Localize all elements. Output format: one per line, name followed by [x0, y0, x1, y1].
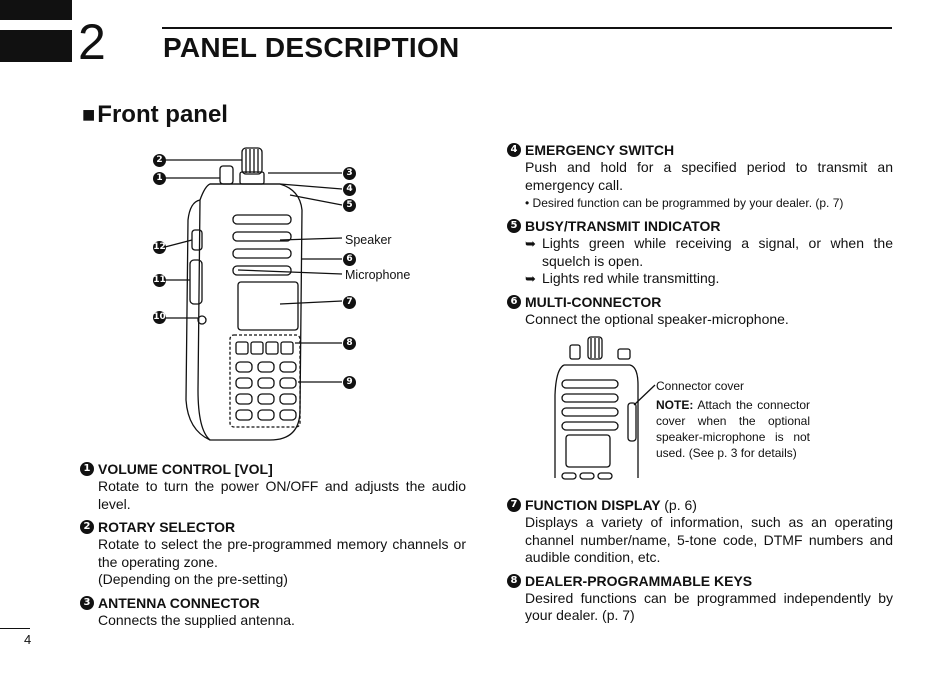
item-number: 5	[507, 219, 521, 233]
title-rule	[162, 27, 892, 29]
chapter-tab-bottom	[0, 30, 72, 62]
section-heading: ■Front panel	[82, 100, 228, 130]
arrow-icon: ➥	[525, 271, 536, 286]
note-text: Attach the connector cover when the opti…	[656, 398, 811, 460]
item-title: DEALER-PROGRAMMABLE KEYS	[525, 572, 753, 589]
item-number: 1	[80, 462, 94, 476]
arrow-line: ➥ Lights green while receiving a signal, …	[525, 235, 893, 270]
item-multi-connector: 6 MULTI-CONNECTOR Connect the optional s…	[507, 293, 893, 329]
item-title-text: FUNCTION DISPLAY	[525, 497, 661, 513]
microphone-label: Microphone	[345, 268, 411, 282]
page-rule	[0, 628, 30, 629]
callout-11: 11	[153, 274, 166, 287]
item-body: Push and hold for a specified period to …	[525, 159, 893, 193]
callout-6: 6	[343, 253, 356, 266]
arrow-icon: ➥	[525, 236, 536, 251]
chapter-number: 2	[78, 14, 106, 70]
chapter-title: PANEL DESCRIPTION	[163, 32, 460, 63]
item-title: ANTENNA CONNECTOR	[98, 594, 260, 611]
item-number: 3	[80, 595, 94, 610]
item-body: Desired functions can be programmed inde…	[525, 589, 893, 624]
item-emergency-switch: 4 EMERGENCY SWITCH Push and hold for a s…	[507, 141, 893, 212]
item-title: FUNCTION DISPLAY (p. 6)	[525, 496, 893, 514]
item-body: Connects the supplied antenna.	[98, 611, 295, 628]
item-busy-transmit-indicator: 5 BUSY/TRANSMIT INDICATOR ➥ Lights green …	[507, 217, 893, 288]
callout-1: 1	[153, 172, 166, 185]
item-body: Displays a variety of information, such …	[525, 514, 893, 565]
note-text-block: NOTE: Attach the connector cover when th…	[656, 397, 810, 461]
item-number: 7	[507, 498, 521, 512]
section-marker: ■	[82, 102, 96, 127]
item-body: Connect the optional speaker-microphone.	[525, 310, 789, 327]
right-column-top: 4 EMERGENCY SWITCH Push and hold for a s…	[507, 141, 893, 328]
connector-cover-illustration	[554, 336, 656, 480]
item-number: 2	[80, 520, 94, 534]
item-number: 8	[507, 573, 521, 588]
item-note: • Desired function can be programmed by …	[525, 196, 844, 210]
callout-2: 2	[153, 154, 166, 167]
note-label: NOTE:	[656, 398, 694, 412]
callout-10: 10	[153, 311, 166, 324]
right-column-bottom: 7 FUNCTION DISPLAY (p. 6) Displays a var…	[507, 496, 893, 625]
callout-12: 12	[153, 241, 166, 254]
radio-front-illustration	[164, 147, 343, 441]
item-title: VOLUME CONTROL [VOL]	[98, 461, 273, 477]
item-antenna-connector: 3 ANTENNA CONNECTOR Connects the supplie…	[80, 594, 466, 630]
connector-cover-label: Connector cover	[656, 379, 745, 393]
page-number: 4	[24, 632, 32, 647]
item-title: MULTI-CONNECTOR	[525, 293, 662, 310]
inset-note: NOTE: Attach the connector cover when th…	[656, 397, 810, 461]
callout-7: 7	[343, 296, 356, 309]
arrow-text: Lights green while receiving a signal, o…	[542, 235, 893, 269]
item-title: EMERGENCY SWITCH	[525, 142, 675, 158]
item-volume-control: 1 VOLUME CONTROL [VOL] Rotate to turn th…	[80, 460, 466, 513]
item-number: 4	[507, 143, 521, 157]
speaker-label: Speaker	[345, 233, 392, 247]
chapter-tab-top	[0, 0, 72, 20]
item-number: 6	[507, 294, 521, 309]
left-column: 1 VOLUME CONTROL [VOL] Rotate to turn th…	[80, 460, 466, 629]
item-rotary-selector: 2 ROTARY SELECTOR Rotate to select the p…	[80, 518, 466, 589]
item-dealer-programmable-keys: 8 DEALER-PROGRAMMABLE KEYS Desired funct…	[507, 572, 893, 625]
arrow-line: ➥ Lights red while transmitting.	[525, 270, 893, 288]
callout-8: 8	[343, 337, 356, 350]
section-title: Front panel	[97, 101, 228, 128]
callout-5: 5	[343, 199, 356, 212]
item-body: Rotate to select the pre-programmed memo…	[98, 536, 466, 570]
item-title: ROTARY SELECTOR	[98, 519, 236, 535]
item-body-extra: (Depending on the pre-setting)	[98, 571, 288, 587]
callout-9: 9	[343, 376, 356, 389]
arrow-text: Lights red while transmitting.	[542, 270, 720, 286]
callout-3: 3	[343, 167, 356, 180]
item-body: Rotate to turn the power ON/OFF and adju…	[98, 478, 466, 512]
page-reference: (p. 6)	[664, 497, 697, 513]
callout-4: 4	[343, 183, 356, 196]
item-function-display: 7 FUNCTION DISPLAY (p. 6) Displays a var…	[507, 496, 893, 567]
item-title: BUSY/TRANSMIT INDICATOR	[525, 218, 721, 234]
